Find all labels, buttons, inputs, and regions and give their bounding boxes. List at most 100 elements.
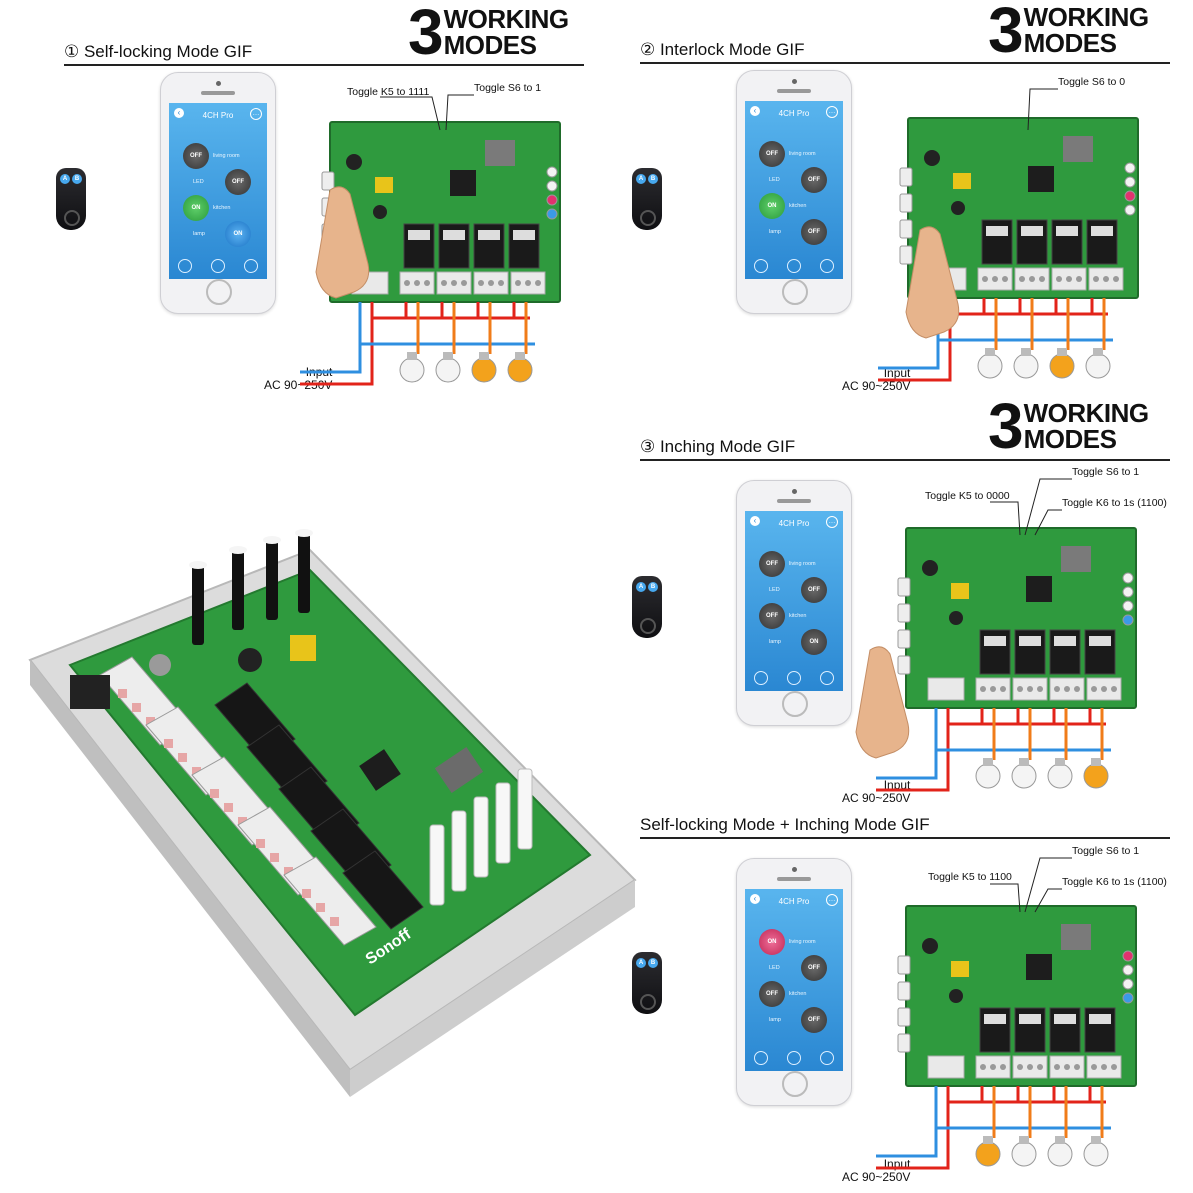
switch-kitchen[interactable]: ON: [759, 193, 785, 219]
callout-s6: Toggle S6 to 1: [1072, 845, 1140, 857]
switch-led[interactable]: OFF: [801, 167, 827, 193]
switch-living-room[interactable]: OFF: [183, 143, 209, 169]
terminal-screw: [1019, 276, 1025, 282]
switch-living-room[interactable]: OFF: [759, 141, 785, 167]
keyring-icon: [640, 618, 656, 634]
terminal-blocks: [99, 656, 377, 946]
home-button[interactable]: [206, 279, 232, 305]
input-line2: AC 90~250V: [264, 378, 333, 392]
remote-button-a[interactable]: A: [636, 582, 646, 592]
push-button-cap: [295, 529, 313, 537]
callout-leader: [990, 501, 1021, 536]
switch-lamp[interactable]: ON: [225, 221, 251, 247]
terminal-screw: [1002, 276, 1008, 282]
push-button: [899, 193, 913, 213]
home-button[interactable]: [782, 279, 808, 305]
terminal-lever: [192, 767, 201, 776]
switch-kitchen[interactable]: OFF: [759, 603, 785, 629]
timer-icon[interactable]: [786, 259, 801, 273]
back-icon[interactable]: ‹: [750, 106, 760, 116]
more-icon[interactable]: …: [826, 516, 838, 528]
panel-title: ③ Inching Mode GIF: [640, 437, 796, 456]
terminal-screw: [424, 280, 430, 286]
light-bulb: [975, 1141, 1001, 1167]
remote-button-b[interactable]: B: [648, 174, 658, 184]
switch-kitchen[interactable]: OFF: [759, 981, 785, 1007]
terminal-screw: [1037, 686, 1043, 692]
speaker-icon: [777, 89, 811, 93]
timer-icon[interactable]: [786, 671, 801, 685]
back-icon[interactable]: ‹: [174, 108, 184, 118]
share-icon[interactable]: [754, 259, 769, 273]
push-button: [897, 981, 911, 1001]
terminal-screw: [1000, 686, 1006, 692]
callout-leader: [1034, 509, 1062, 536]
switch-lamp[interactable]: ON: [801, 629, 827, 655]
relays: [214, 682, 424, 930]
rf-remote: A B: [56, 168, 86, 230]
countdown-icon[interactable]: [819, 259, 834, 273]
terminal-screw: [1076, 276, 1082, 282]
callout-leader: [1027, 88, 1058, 131]
home-button[interactable]: [782, 1071, 808, 1097]
countdown-icon[interactable]: [819, 671, 834, 685]
switch-living-room[interactable]: OFF: [759, 551, 785, 577]
status-led: [1122, 572, 1134, 584]
badge-line2: MODES: [1023, 424, 1117, 454]
switch-living-room[interactable]: ON: [759, 929, 785, 955]
push-button: [899, 245, 913, 265]
countdown-icon[interactable]: [243, 259, 258, 273]
push-buttons: [189, 529, 313, 645]
remote-button-b[interactable]: B: [648, 958, 658, 968]
timer-icon[interactable]: [210, 259, 225, 273]
brand-logo: Sonoff: [1143, 648, 1154, 680]
callout-k5: Toggle K5 to 1111: [347, 86, 430, 98]
more-icon[interactable]: …: [250, 108, 262, 120]
switch-kitchen[interactable]: ON: [183, 195, 209, 221]
room-label: lamp: [769, 639, 781, 645]
terminal-screw: [1029, 276, 1035, 282]
hand-pointer: [855, 646, 910, 759]
relay-label: [1021, 226, 1043, 236]
switch-led[interactable]: OFF: [801, 955, 827, 981]
app-title: 4CH Pro: [778, 109, 810, 118]
remote-button-a[interactable]: A: [60, 174, 70, 184]
more-icon[interactable]: …: [826, 106, 838, 118]
dc-jack: [70, 675, 110, 709]
relay: [342, 850, 424, 930]
home-button[interactable]: [782, 691, 808, 717]
callout-leader: [1034, 888, 1062, 913]
remote-button-a[interactable]: A: [636, 958, 646, 968]
status-led: [1122, 964, 1134, 976]
countdown-icon[interactable]: [819, 1051, 834, 1065]
phone: ‹ 4CH Pro … OFF living room LED OFF ON k…: [736, 70, 852, 314]
terminal-screw: [1091, 686, 1097, 692]
transformer: [951, 961, 969, 977]
live-wire: [876, 1086, 950, 1170]
bulb-socket: [1019, 1136, 1029, 1144]
more-icon[interactable]: …: [826, 894, 838, 906]
switch-lamp[interactable]: OFF: [801, 219, 827, 245]
speaker-icon: [201, 91, 235, 95]
led-light-pipes: [429, 768, 533, 906]
mcu-chip: [1028, 166, 1054, 192]
remote-button-b[interactable]: B: [648, 582, 658, 592]
share-icon[interactable]: [754, 1051, 769, 1065]
back-icon[interactable]: ‹: [750, 894, 760, 904]
callout-k6: Toggle K6 to 1s (1100): [1062, 497, 1167, 509]
capacitor: [922, 560, 938, 576]
timer-icon[interactable]: [786, 1051, 801, 1065]
back-icon[interactable]: ‹: [750, 516, 760, 526]
share-icon[interactable]: [754, 671, 769, 685]
switch-lamp[interactable]: OFF: [801, 1007, 827, 1033]
switch-led[interactable]: OFF: [801, 577, 827, 603]
push-button: [897, 629, 911, 649]
remote-button-a[interactable]: A: [636, 174, 646, 184]
input-line2: AC 90~250V: [842, 1170, 911, 1184]
remote-button-b[interactable]: B: [72, 174, 82, 184]
callout-leader: [1024, 857, 1072, 913]
switch-led[interactable]: OFF: [225, 169, 251, 195]
bulb-socket: [1091, 758, 1101, 766]
share-icon[interactable]: [178, 259, 193, 273]
